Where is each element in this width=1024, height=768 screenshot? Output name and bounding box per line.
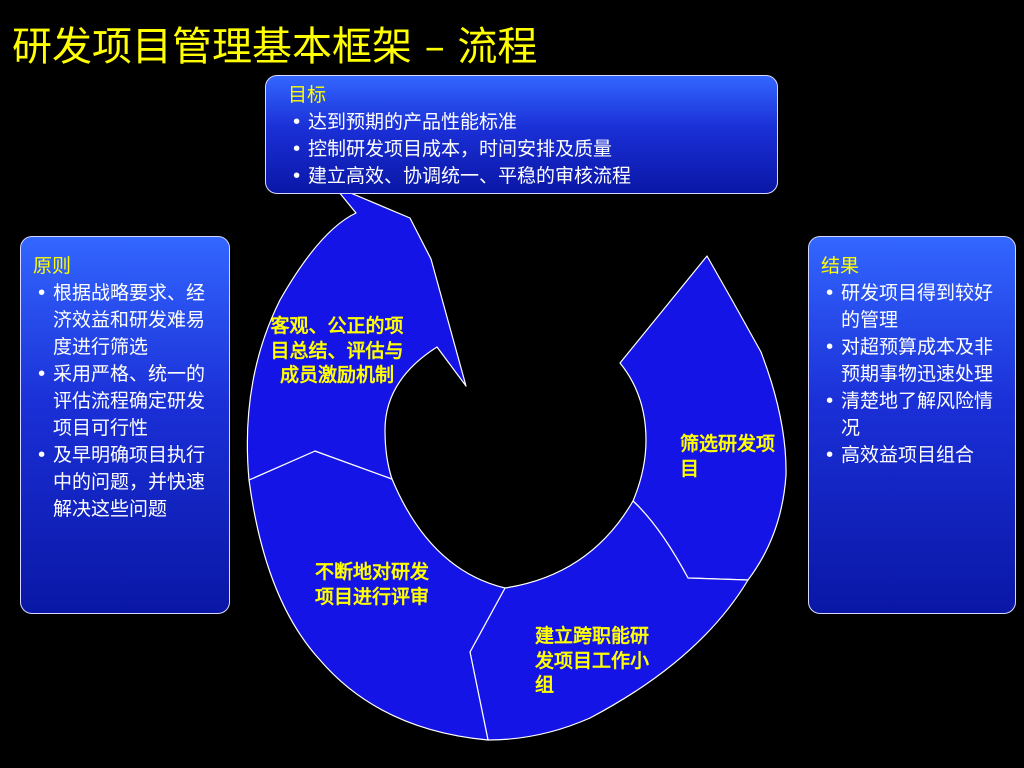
segment-label-team: 建立跨职能研发项目工作小组 [535, 625, 650, 697]
principle-list: 根据战略要求、经济效益和研发难易度进行筛选 采用严格、统一的评估流程确定研发项目… [33, 280, 221, 523]
principle-box: 原则 根据战略要求、经济效益和研发难易度进行筛选 采用严格、统一的评估流程确定研… [20, 236, 230, 614]
goal-item: 达到预期的产品性能标准 [288, 109, 767, 136]
segment-label-evaluate: 客观、公正的项目总结、评估与成员激励机制 [270, 315, 404, 387]
result-item: 高效益项目组合 [821, 442, 1007, 469]
principle-item: 根据战略要求、经济效益和研发难易度进行筛选 [33, 280, 221, 361]
result-item: 研发项目得到较好的管理 [821, 280, 1007, 334]
result-box: 结果 研发项目得到较好的管理 对超预算成本及非预期事物迅速处理 清楚地了解风险情… [808, 236, 1016, 614]
result-heading: 结果 [821, 255, 860, 277]
cycle-segment-review [248, 450, 506, 741]
result-list: 研发项目得到较好的管理 对超预算成本及非预期事物迅速处理 清楚地了解风险情况 高… [821, 280, 1007, 469]
principle-item: 采用严格、统一的评估流程确定研发项目可行性 [33, 361, 221, 442]
principle-heading: 原则 [33, 255, 72, 277]
goal-list: 达到预期的产品性能标准 控制研发项目成本，时间安排及质量 建立高效、协调统一、平… [288, 109, 767, 190]
cycle-segment-evaluate [246, 185, 467, 481]
goal-box: 目标 达到预期的产品性能标准 控制研发项目成本，时间安排及质量 建立高效、协调统… [265, 75, 778, 194]
goal-item: 建立高效、协调统一、平稳的审核流程 [288, 163, 767, 190]
goal-item: 控制研发项目成本，时间安排及质量 [288, 136, 767, 163]
goal-heading: 目标 [288, 84, 327, 106]
segment-label-review: 不断地对研发项目进行评审 [315, 561, 430, 608]
cycle-segment-team [469, 500, 749, 741]
page-title: 研发项目管理基本框架 – 流程 [12, 24, 538, 70]
result-item: 对超预算成本及非预期事物迅速处理 [821, 334, 1007, 388]
segment-label-screen: 筛选研发项目 [680, 433, 776, 480]
result-item: 清楚地了解风险情况 [821, 388, 1007, 442]
principle-item: 及早明确项目执行中的问题，并快速解决这些问题 [33, 442, 221, 523]
